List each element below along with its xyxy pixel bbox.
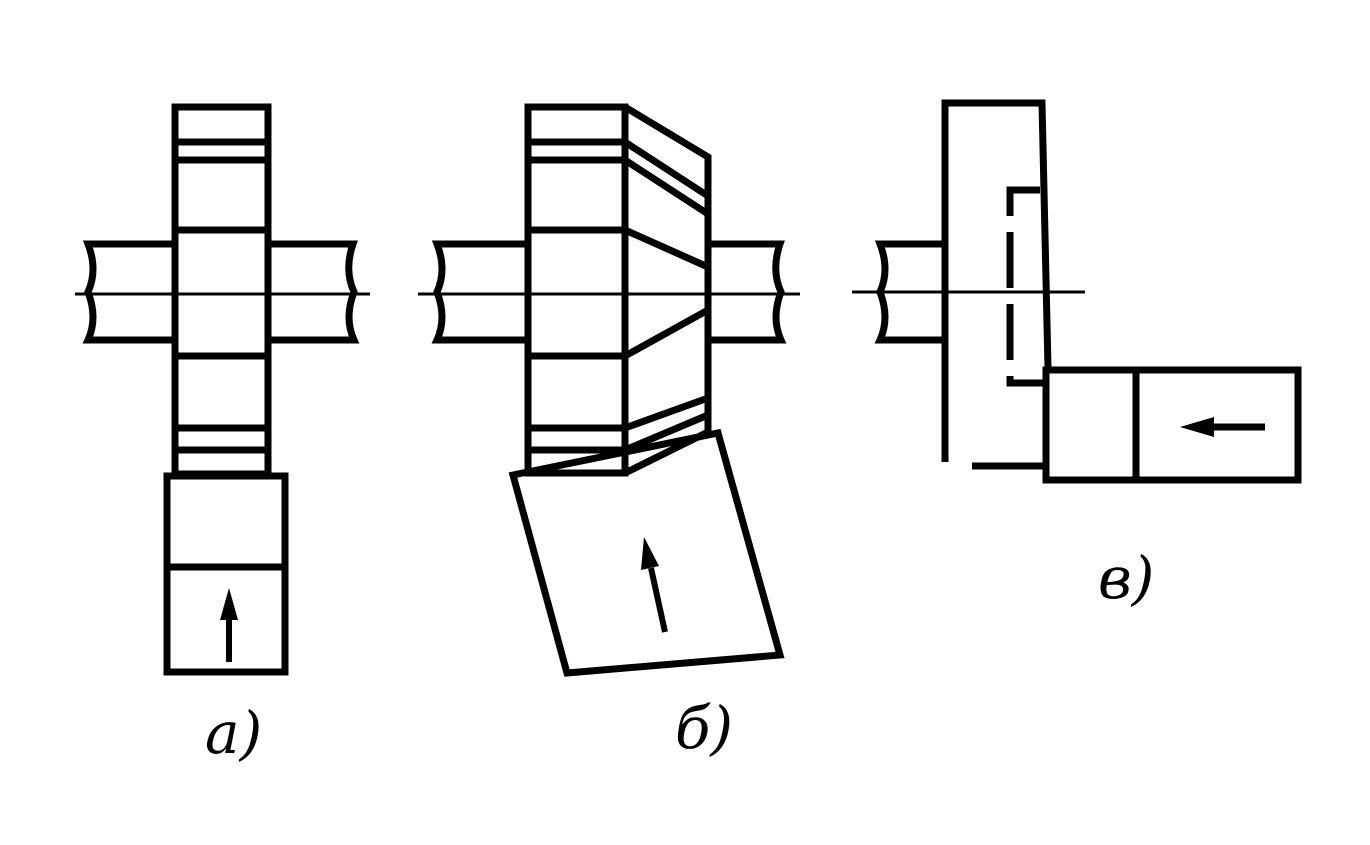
figure-c-disc-blank [941, 99, 1052, 470]
figure-c [874, 99, 1302, 484]
figure-c-tool [1042, 366, 1302, 484]
figure-c-label: в) [1098, 544, 1154, 612]
figure-b-feed-arrow [641, 537, 668, 633]
figure-b-tool [508, 428, 785, 677]
figure-a-feed-arrow [220, 588, 238, 662]
figure-a-shaft [82, 240, 360, 344]
figure-c-feed-arrow [1180, 417, 1265, 437]
figure-a-tool [163, 472, 289, 676]
figure-b-label: б) [675, 694, 733, 762]
figure-a [82, 103, 360, 676]
figure-b-gear-blank [524, 103, 712, 477]
figure-a-gear-blank [171, 103, 272, 478]
figure-b [431, 103, 787, 677]
figure-a-label: a) [205, 699, 262, 767]
figure-b-shaft [431, 240, 787, 344]
